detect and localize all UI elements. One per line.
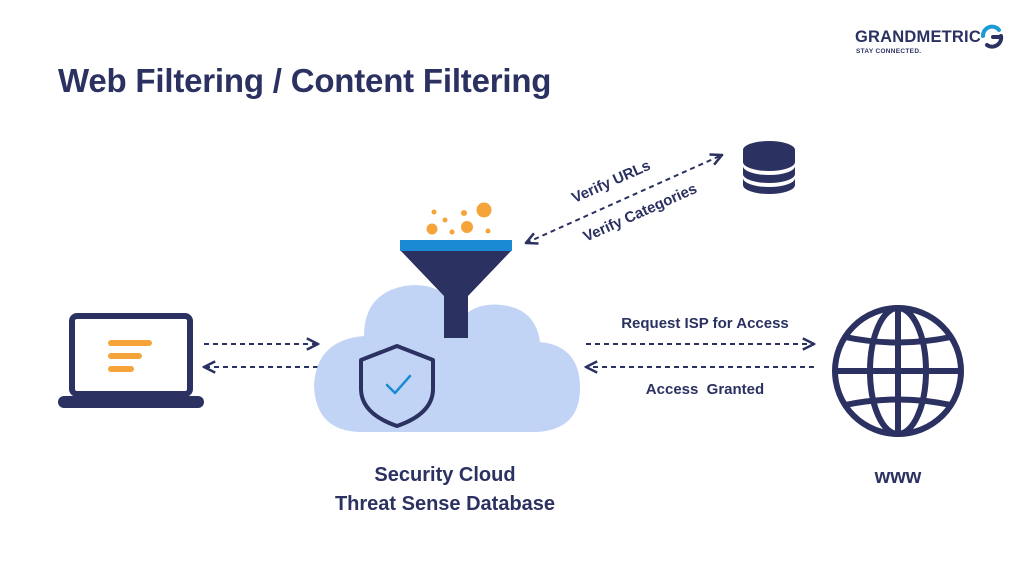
access-granted-label: Access Granted <box>646 381 764 398</box>
verify-urls-label: Verify URLs <box>569 157 653 207</box>
brand-tagline: STAY CONNECTED. <box>856 48 922 55</box>
funnel-icon <box>400 202 512 338</box>
laptop-icon <box>58 313 204 408</box>
brand-name: GRANDMETRIC <box>855 28 981 46</box>
www-caption: www <box>874 466 922 488</box>
shield-check-icon <box>359 344 435 428</box>
cloud-caption-line2: Threat Sense Database <box>334 493 556 515</box>
cloud-caption: Security Cloud Threat Sense Database <box>320 461 570 519</box>
request-isp-label: Request ISP for Access <box>621 315 789 332</box>
page-title: Web Filtering / Content Filtering <box>58 62 552 99</box>
brand-logo: GRANDMETRIC STAY CONNECTED. <box>855 24 1005 58</box>
brand-mark-icon <box>981 24 1004 49</box>
globe-icon <box>832 305 964 437</box>
database-icon <box>743 141 795 194</box>
cloud-caption-line1: Security Cloud <box>374 464 516 486</box>
